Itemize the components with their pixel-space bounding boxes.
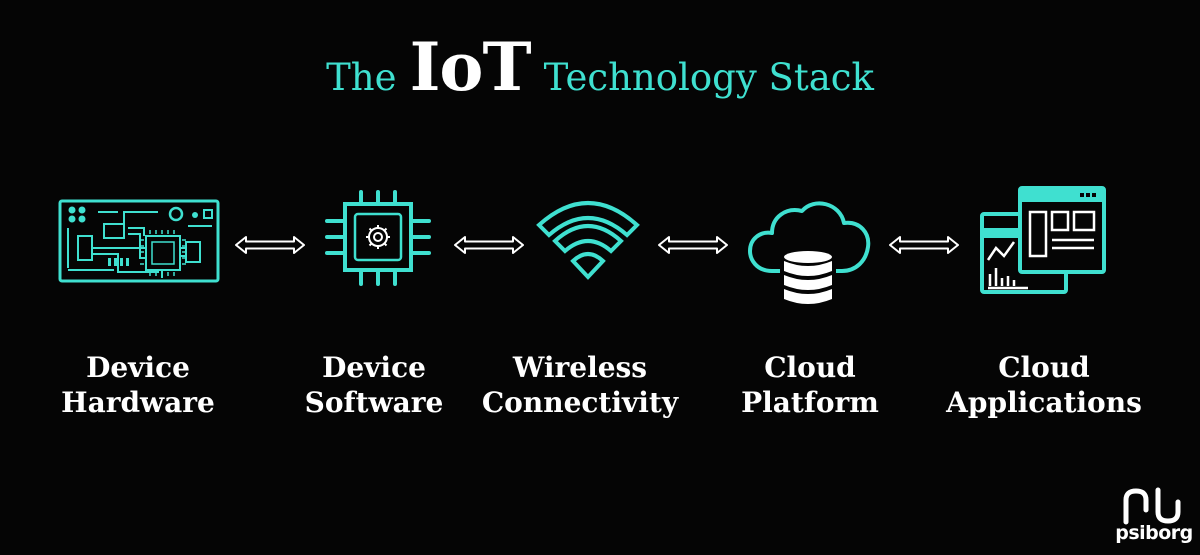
double-arrow-icon [235,236,305,254]
circuit-board-icon [58,199,220,283]
brand-name: psiborg [1115,522,1193,544]
cloud-database-icon [748,201,871,304]
stage-label-cloud-applications: Cloud Applications [946,351,1142,419]
double-arrow-icon [454,236,524,254]
title-prefix: The [326,56,397,99]
stage-label-wireless-connectivity: Wireless Connectivity [481,351,679,419]
stage-label-cloud-platform: Cloud Platform [741,351,879,419]
dashboard-windows-icon [980,186,1106,294]
chip-gear-icon [325,190,431,286]
stage-label-device-software: Device Software [304,351,444,419]
double-arrow-icon [889,236,959,254]
title-emphasis: IoT [409,28,532,106]
diagram-title: The IoT Technology Stack [0,28,1200,106]
psiborg-logo-icon [1123,487,1181,525]
wifi-icon [536,201,640,280]
title-suffix: Technology Stack [543,56,874,99]
stage-label-device-hardware: Device Hardware [61,351,215,419]
double-arrow-icon [658,236,728,254]
